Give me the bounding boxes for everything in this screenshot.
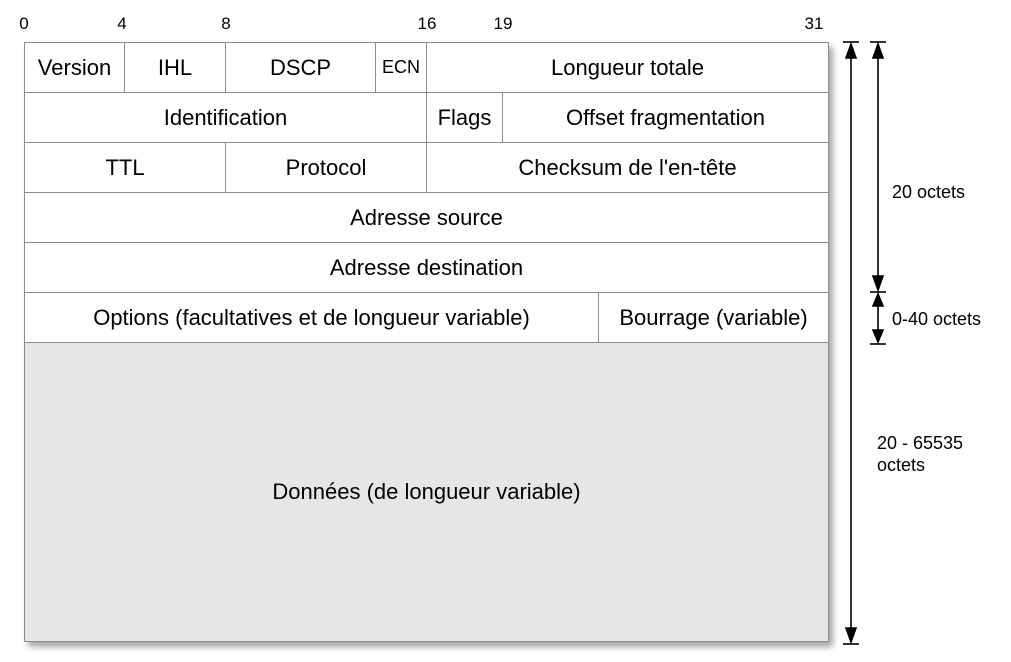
field-destination-address: Adresse destination: [24, 242, 829, 293]
field-fragment-offset: Offset fragmentation: [502, 92, 829, 143]
options-size-label: 0-40 octets: [892, 309, 982, 329]
field-identification: Identification: [24, 92, 427, 143]
field-header-checksum: Checksum de l'en-tête: [426, 142, 829, 193]
bit-label-0: 0: [19, 14, 29, 33]
bit-label-31: 31: [804, 14, 824, 33]
field-options: Options (facultatives et de longueur var…: [24, 292, 599, 343]
options-size-arrowhead-bottom: [871, 329, 885, 345]
options-size-arrowhead-top: [871, 291, 885, 307]
bit-label-16: 16: [417, 14, 437, 33]
bit-label-4: 4: [117, 14, 127, 33]
field-dscp: DSCP: [225, 42, 376, 93]
total-size-label-line1: 20 - 65535: [877, 433, 964, 453]
total-size-label-line2: octets: [877, 455, 926, 475]
total-size-arrowhead-top: [844, 41, 858, 59]
header-size-label: 20 octets: [892, 182, 966, 202]
field-protocol: Protocol: [225, 142, 427, 193]
field-data: Données (de longueur variable): [24, 342, 829, 642]
ipv4-header-diagram: Version IHL DSCP ECN Longueur totale Ide…: [24, 42, 829, 642]
field-padding: Bourrage (variable): [598, 292, 829, 343]
bit-label-8: 8: [221, 14, 231, 33]
total-size-arrowhead-bottom: [844, 627, 858, 645]
header-size-arrowhead-top: [871, 41, 885, 59]
bit-label-19: 19: [493, 14, 513, 33]
header-size-arrowhead-bottom: [871, 275, 885, 293]
field-ecn: ECN: [375, 42, 427, 93]
field-flags: Flags: [426, 92, 503, 143]
